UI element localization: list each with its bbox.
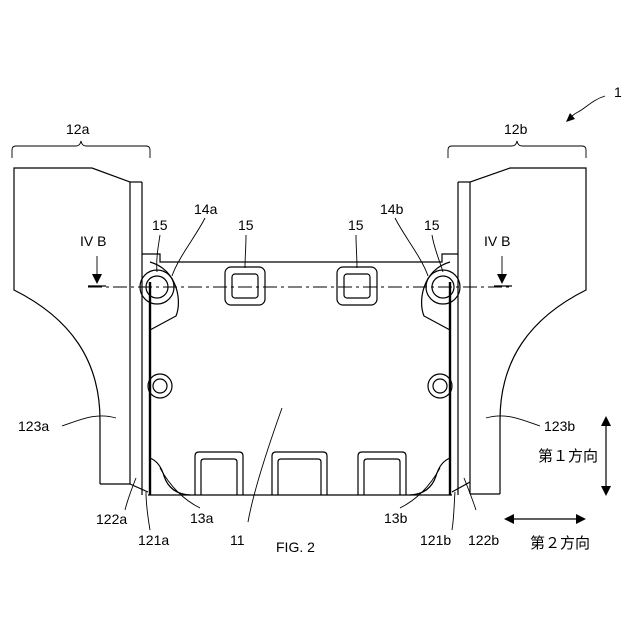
label-12a: 12a bbox=[66, 121, 90, 137]
label-15-mid-right: 15 bbox=[348, 217, 364, 233]
bottom-box-middle bbox=[272, 452, 327, 495]
second-direction-label: 第２方向 bbox=[530, 534, 590, 552]
label-15-left: 15 bbox=[152, 217, 168, 233]
label-123b: 123b bbox=[544, 418, 575, 434]
bracket-12a bbox=[12, 141, 150, 158]
square-rib-mid-left bbox=[225, 267, 265, 305]
label-14b: 14b bbox=[380, 201, 404, 217]
figure-caption: FIG. 2 bbox=[276, 539, 315, 555]
first-direction-label: 第１方向 bbox=[538, 447, 598, 465]
label-122a: 122a bbox=[96, 511, 127, 527]
section-label-left: IV B bbox=[80, 233, 106, 249]
bottom-box-right bbox=[358, 452, 406, 495]
overall-ref-label: 1 bbox=[614, 84, 622, 100]
bottom-box-left bbox=[195, 452, 243, 495]
label-13b: 13b bbox=[384, 510, 408, 526]
label-14a: 14a bbox=[194, 201, 218, 217]
overall-ref-arrow bbox=[566, 96, 605, 122]
label-123a: 123a bbox=[18, 418, 49, 434]
label-12b: 12b bbox=[504, 121, 528, 137]
label-11: 11 bbox=[230, 532, 245, 548]
section-label-right: IV B bbox=[484, 233, 510, 249]
side-member-12b bbox=[450, 168, 586, 495]
small-hole-right bbox=[428, 374, 452, 398]
bracket-12b bbox=[448, 141, 586, 158]
label-121b: 121b bbox=[420, 532, 451, 548]
label-13a: 13a bbox=[190, 510, 214, 526]
square-rib-mid-right bbox=[337, 267, 377, 305]
small-hole-left bbox=[148, 374, 172, 398]
label-15-right: 15 bbox=[424, 217, 440, 233]
label-15-mid-left: 15 bbox=[238, 217, 254, 233]
label-122b: 122b bbox=[468, 532, 499, 548]
label-121a: 121a bbox=[138, 532, 169, 548]
side-member-12a bbox=[14, 168, 150, 495]
